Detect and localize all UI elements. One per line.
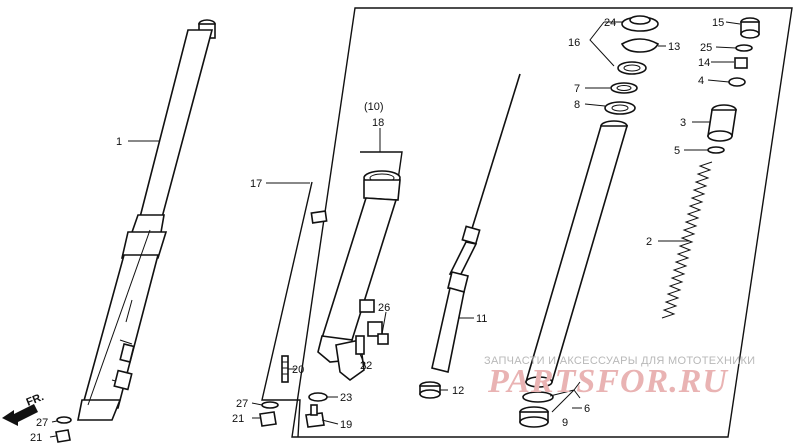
nut-part-14 [734, 57, 748, 69]
clip-part-13 [620, 38, 660, 53]
label-27-left: 27 [36, 417, 48, 429]
washer-part-7 [610, 82, 638, 94]
washer-part-23 [308, 392, 328, 402]
label-21-inner: 21 [232, 413, 244, 425]
stud-part-20 [281, 355, 289, 383]
label-2: 2 [646, 236, 652, 248]
label-17: 17 [250, 178, 262, 190]
label-23: 23 [340, 392, 352, 404]
label-11: 11 [476, 313, 487, 325]
seal-part-9 [519, 391, 554, 428]
fork-assembly-part [77, 19, 216, 421]
label-20: 20 [292, 364, 304, 376]
bolt-21-left [55, 429, 71, 443]
label-8: 8 [574, 99, 580, 111]
label-16: 16 [568, 37, 580, 49]
spacer-part-3 [707, 104, 737, 142]
label-18: 18 [372, 117, 384, 129]
label-10: (10) [364, 101, 384, 113]
washer-27-inner [261, 401, 279, 409]
watermark: ЗАПЧАСТИ И АКСЕССУАРЫ ДЛЯ МОТОТЕХНИКИ PA… [484, 355, 755, 400]
watermark-tagline: ЗАПЧАСТИ И АКСЕССУАРЫ ДЛЯ МОТОТЕХНИКИ [484, 355, 755, 367]
cap-bolt-part-15 [740, 17, 760, 39]
spring-part-2 [661, 161, 713, 319]
label-24: 24 [604, 17, 616, 29]
label-22: 22 [360, 360, 372, 372]
label-26: 26 [378, 302, 390, 314]
bushing-part-12 [419, 381, 441, 399]
label-14: 14 [698, 57, 710, 69]
label-15: 15 [712, 17, 724, 29]
leader-lines [49, 21, 741, 438]
washer-part-4 [728, 77, 746, 87]
bearing-part-16 [617, 61, 647, 75]
fork-slider-part [310, 170, 401, 382]
slider-subframe-left [261, 181, 313, 438]
o-ring-part-25 [735, 44, 753, 52]
label-25: 25 [700, 42, 712, 54]
washer-27-left [56, 416, 72, 424]
direction-label: FR. [25, 391, 46, 409]
label-3: 3 [680, 117, 686, 129]
label-19: 19 [340, 419, 352, 431]
label-7: 7 [574, 83, 580, 95]
label-12: 12 [452, 385, 464, 397]
part-labels: 1 2 3 4 5 6 7 8 9 (10) 11 12 13 14 15 16… [30, 17, 724, 444]
assembly-frame [291, 7, 793, 438]
bolt-21-inner [259, 411, 277, 427]
watermark-logo: PARTSFOR.RU [487, 363, 729, 400]
label-1: 1 [116, 136, 122, 148]
label-5: 5 [674, 145, 680, 157]
seat-part-5 [707, 146, 725, 154]
bolt-part-19 [305, 404, 325, 428]
bolt-part-22 [355, 335, 365, 355]
label-6: 6 [584, 403, 590, 415]
slider-subframe [360, 151, 403, 181]
seal-part-8 [604, 101, 636, 115]
label-9: 9 [562, 417, 568, 429]
label-13: 13 [668, 41, 680, 53]
fork-tube-part-6 [524, 120, 629, 388]
top-cap-part-24 [621, 15, 659, 32]
label-27-inner: 27 [236, 398, 248, 410]
label-4: 4 [698, 75, 704, 87]
label-21-left: 21 [30, 432, 42, 444]
damper-rod-part-11 [431, 73, 521, 373]
bolt-part-26 [377, 333, 389, 345]
